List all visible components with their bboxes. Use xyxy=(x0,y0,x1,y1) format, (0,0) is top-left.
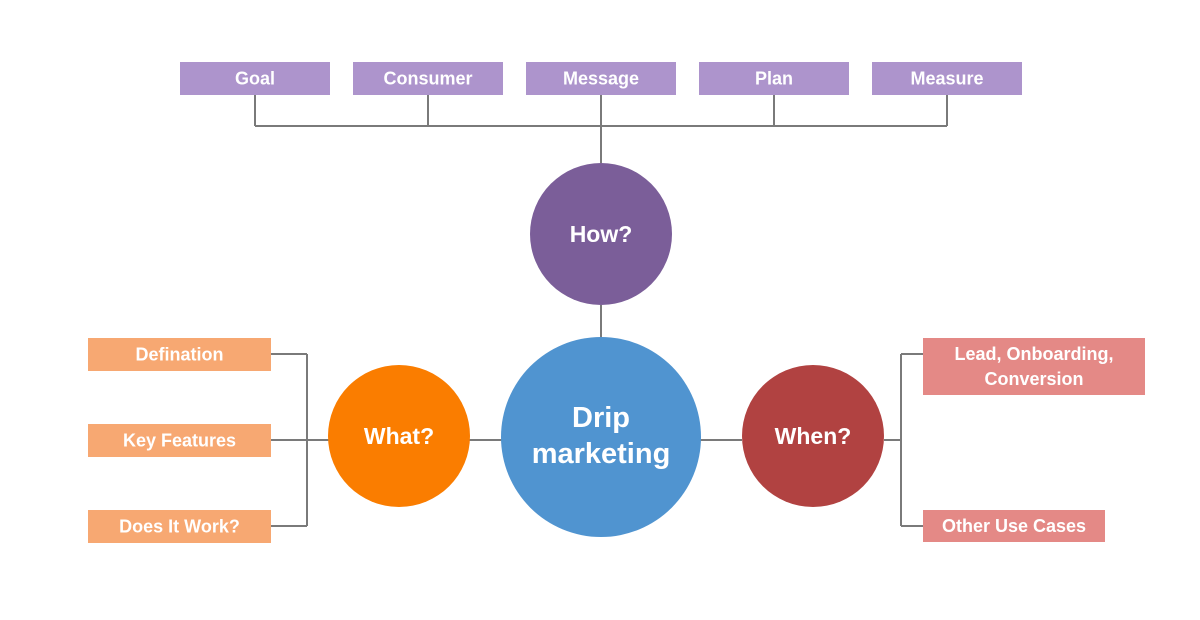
what-item-does-it-work: Does It Work? xyxy=(88,510,271,543)
when-item-other-use-cases-label: Other Use Cases xyxy=(942,516,1086,536)
center-circle xyxy=(501,337,701,537)
when-item-lead-onboarding-line2: Conversion xyxy=(984,369,1083,389)
connectors xyxy=(254,95,948,527)
what-item-key-features: Key Features xyxy=(88,424,271,457)
how-item-plan: Plan xyxy=(699,62,849,95)
how-item-message-box xyxy=(526,62,676,95)
when-items: Lead, Onboarding, Conversion Other Use C… xyxy=(923,338,1145,542)
how-node: How? xyxy=(530,163,672,305)
when-circle xyxy=(742,365,884,507)
when-node: When? xyxy=(742,365,884,507)
what-item-defination-label: Defination xyxy=(136,345,224,365)
what-item-defination: Defination xyxy=(88,338,271,371)
how-item-message: Message xyxy=(526,62,676,95)
how-label: How? xyxy=(570,221,633,247)
how-item-measure: Measure xyxy=(872,62,1022,95)
how-item-measure-box xyxy=(872,62,1022,95)
how-item-consumer-label: Consumer xyxy=(383,69,472,89)
how-item-consumer-box xyxy=(353,62,503,95)
center-node: Drip marketing xyxy=(501,337,701,537)
how-item-plan-box xyxy=(699,62,849,95)
when-item-other-use-cases-box xyxy=(923,510,1105,542)
how-item-goal-label: Goal xyxy=(235,69,275,89)
what-label: What? xyxy=(364,423,434,449)
when-item-lead-onboarding: Lead, Onboarding, Conversion xyxy=(923,338,1145,395)
when-item-lead-onboarding-box xyxy=(923,338,1145,395)
what-item-key-features-box xyxy=(88,424,271,457)
what-items: Defination Key Features Does It Work? xyxy=(88,338,271,543)
when-item-lead-onboarding-line1: Lead, Onboarding, xyxy=(954,344,1113,364)
what-circle xyxy=(328,365,470,507)
how-circle xyxy=(530,163,672,305)
center-label-line2: marketing xyxy=(532,438,671,470)
how-item-goal-box xyxy=(180,62,330,95)
what-item-does-it-work-label: Does It Work? xyxy=(119,517,240,537)
center-label-line1: Drip xyxy=(572,402,630,434)
how-item-measure-label: Measure xyxy=(910,69,983,89)
how-items: Goal Consumer Message Plan Measure xyxy=(180,62,1022,95)
how-item-plan-label: Plan xyxy=(755,69,793,89)
how-item-consumer: Consumer xyxy=(353,62,503,95)
what-item-key-features-label: Key Features xyxy=(123,431,236,451)
how-item-message-label: Message xyxy=(563,69,639,89)
what-item-defination-box xyxy=(88,338,271,371)
what-item-does-it-work-box xyxy=(88,510,271,543)
when-label: When? xyxy=(775,423,852,449)
how-item-goal: Goal xyxy=(180,62,330,95)
what-node: What? xyxy=(328,365,470,507)
when-item-other-use-cases: Other Use Cases xyxy=(923,510,1105,542)
